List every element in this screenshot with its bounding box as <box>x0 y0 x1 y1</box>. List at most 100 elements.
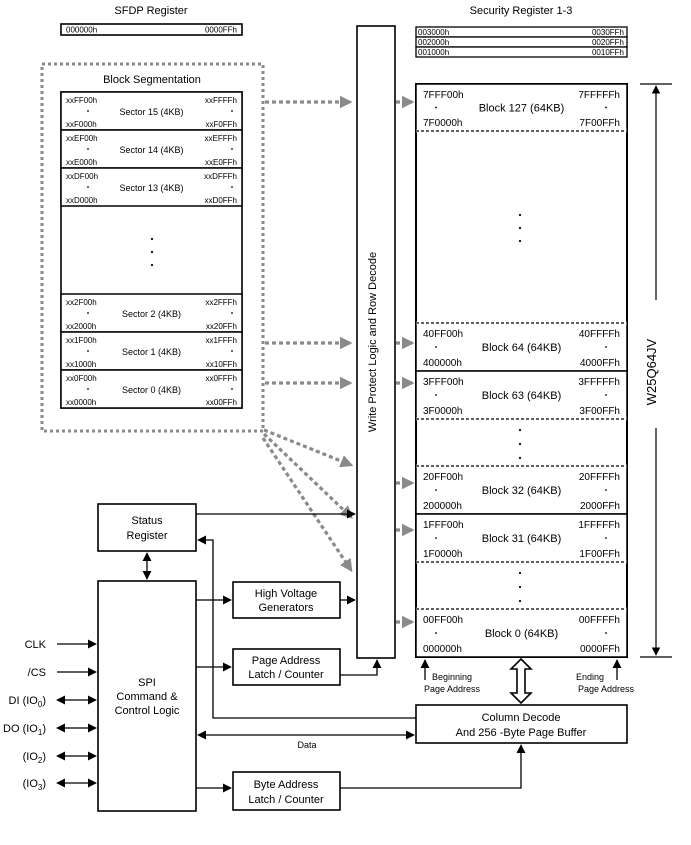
sfdp-title: SFDP Register <box>114 5 187 17</box>
addr-bottom-left: xx0000h <box>66 398 96 407</box>
addr-top-right: 20FFFFh <box>579 472 620 483</box>
addr-top-left: 40FF00h <box>423 329 463 340</box>
cell-label: Sector 1 (4KB) <box>122 347 181 357</box>
addr-bottom-right: 4000FFh <box>580 358 620 369</box>
column-decode-page-buffer-box <box>415 704 628 744</box>
status-register-box <box>97 503 197 552</box>
addr-bottom-left: 1F0000h <box>423 549 462 560</box>
page-address-line1: Page Address <box>252 655 321 667</box>
write-protect-label: Write Protect Logic and Row Decode <box>367 252 379 432</box>
addr-bottom-right: xx00FFh <box>206 398 237 407</box>
sfdp-start-addr: 000000h <box>66 26 97 35</box>
addr-bottom-right: 1F00FFh <box>579 549 620 560</box>
addr-top-right: 7FFFFFh <box>578 90 620 101</box>
beginning-page-address-line1: Beginning <box>432 672 472 682</box>
pin: (IO3) <box>23 778 97 792</box>
block-segmentation-outline <box>40 62 265 433</box>
security-title: Security Register 1-3 <box>470 5 573 17</box>
addr-bottom-left: 200000h <box>423 501 462 512</box>
sfdp-register-box <box>60 23 243 36</box>
security-start-addr: 002000h <box>418 38 449 47</box>
addr-bottom-right: xx20FFh <box>206 322 237 331</box>
addr-top-left: 3FFF00h <box>423 377 464 388</box>
cell-label: Sector 14 (4KB) <box>119 145 183 155</box>
pin-label: (IO3) <box>23 778 46 792</box>
pin: DO (IO1) <box>3 723 97 737</box>
addr-top-right: xxFFFFh <box>205 96 237 105</box>
addr-bottom-right: 2000FFh <box>580 501 620 512</box>
cell-label: Block 63 (64KB) <box>482 390 561 402</box>
cell-label: Sector 2 (4KB) <box>122 309 181 319</box>
addr-bottom-left: xx1000h <box>66 360 96 369</box>
high-voltage-line1: High Voltage <box>255 588 317 600</box>
addr-top-left: xx2F00h <box>66 298 97 307</box>
byte-address-line2: Latch / Counter <box>248 794 324 806</box>
addr-bottom-left: xxE000h <box>66 158 97 167</box>
pin-label: (IO2) <box>23 751 46 765</box>
spi-line3: Control Logic <box>115 705 180 717</box>
addr-top-left: 7FFF00h <box>423 90 464 101</box>
security-end-addr: 0020FFh <box>592 38 624 47</box>
cell-label: Sector 0 (4KB) <box>122 385 181 395</box>
addr-top-right: xx0FFFh <box>205 374 237 383</box>
addr-bottom-left: 400000h <box>423 358 462 369</box>
memory-ellipsis-lower <box>518 571 522 603</box>
addr-top-left: xxFF00h <box>66 96 97 105</box>
addr-top-right: xx1FFFh <box>205 336 237 345</box>
addr-bottom-left: xxD000h <box>66 196 98 205</box>
byte-address-line1: Byte Address <box>254 779 319 791</box>
pin-label: DO (IO1) <box>3 723 46 737</box>
memory-blocks: 7FFF00h 7FFFFFh 7F0000h 7F00FFh Block 127 (6… <box>415 83 628 658</box>
addr-bottom-right: xxE0FFh <box>205 158 237 167</box>
high-voltage-line2: Generators <box>258 602 314 614</box>
sector-mapping-arrows <box>261 95 354 573</box>
column-decode-line1: Column Decode <box>482 712 561 724</box>
data-bus-label: Data <box>297 740 316 750</box>
ending-page-address-line1: Ending <box>576 672 604 682</box>
addr-top-left: 20FF00h <box>423 472 463 483</box>
security-end-addr: 0010FFh <box>592 48 624 57</box>
cell-label: Block 31 (64KB) <box>482 533 561 545</box>
page-address-line2: Latch / Counter <box>248 669 324 681</box>
sfdp-end-addr: 0000FFh <box>205 26 237 35</box>
security-start-addr: 003000h <box>418 28 449 37</box>
cell-label: Sector 13 (4KB) <box>119 183 183 193</box>
spi-control-box <box>97 580 197 812</box>
addr-bottom-left: xx2000h <box>66 322 96 331</box>
addr-bottom-right: 7F00FFh <box>579 118 620 129</box>
addr-bottom-left: 000000h <box>423 644 462 655</box>
addr-top-right: 3FFFFFh <box>578 377 620 388</box>
addr-top-right: 40FFFFh <box>579 329 620 340</box>
security-start-addr: 001000h <box>418 48 449 57</box>
pin: DI (IO0) <box>9 695 97 709</box>
status-register-line2: Register <box>127 530 168 542</box>
ending-page-address-line2: Page Address <box>578 684 635 694</box>
addr-bottom-right: xx10FFh <box>206 360 237 369</box>
beginning-page-address-line2: Page Address <box>424 684 481 694</box>
security-end-addr: 0030FFh <box>592 28 624 37</box>
chip-name: W25Q64JV <box>644 338 659 405</box>
spi-line1: SPI <box>138 677 156 689</box>
cell-label: Sector 15 (4KB) <box>119 107 183 117</box>
block-segmentation-title: Block Segmentation <box>103 74 201 86</box>
spi-line2: Command & <box>116 691 178 703</box>
security-registers: 003000h 0030FFh 002000h 0020FFh 001000h 0010F… <box>415 26 628 58</box>
addr-bottom-right: xxD0FFh <box>205 196 237 205</box>
cell-label: Block 127 (64KB) <box>479 103 565 115</box>
addr-top-left: xxDF00h <box>66 172 98 181</box>
addr-bottom-left: 7F0000h <box>423 118 462 129</box>
sector-ellipsis <box>150 237 154 267</box>
page-address-latch-box <box>232 648 341 686</box>
addr-top-left: 1FFF00h <box>423 520 464 531</box>
pin-label: /CS <box>28 667 46 679</box>
